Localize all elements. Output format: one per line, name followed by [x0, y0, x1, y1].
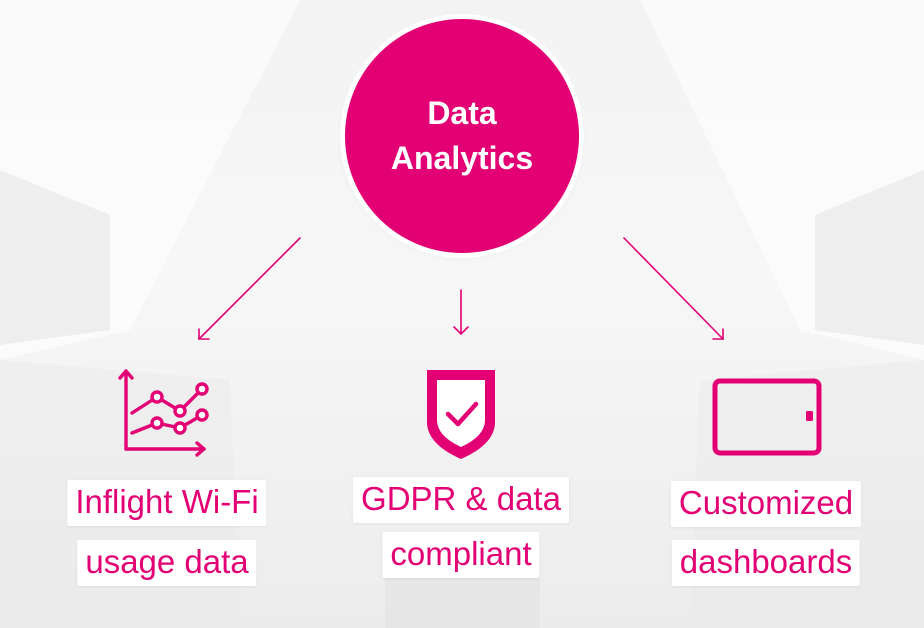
arrow-left	[198, 237, 301, 340]
branch-2-label-line-1: GDPR & data	[353, 477, 569, 523]
branch-3-label-line-1: Customized	[670, 481, 862, 527]
branch-3-label-line-2: dashboards	[671, 540, 861, 586]
branch-2-label-line-2: compliant	[382, 532, 540, 578]
data-analytics-hub: Data Analytics	[345, 19, 579, 253]
hub-title-line-2: Analytics	[390, 140, 534, 176]
arrow-right	[623, 237, 724, 340]
branch-1-label-line-1: Inflight Wi-Fi	[67, 480, 267, 526]
hub-title-line-1: Data	[427, 95, 497, 131]
shield-check-icon	[427, 370, 495, 459]
arrow-middle	[453, 289, 469, 336]
line-chart-icon	[118, 369, 209, 457]
branch-1-label-line-2: usage data	[77, 540, 257, 586]
tablet-icon	[712, 378, 822, 456]
